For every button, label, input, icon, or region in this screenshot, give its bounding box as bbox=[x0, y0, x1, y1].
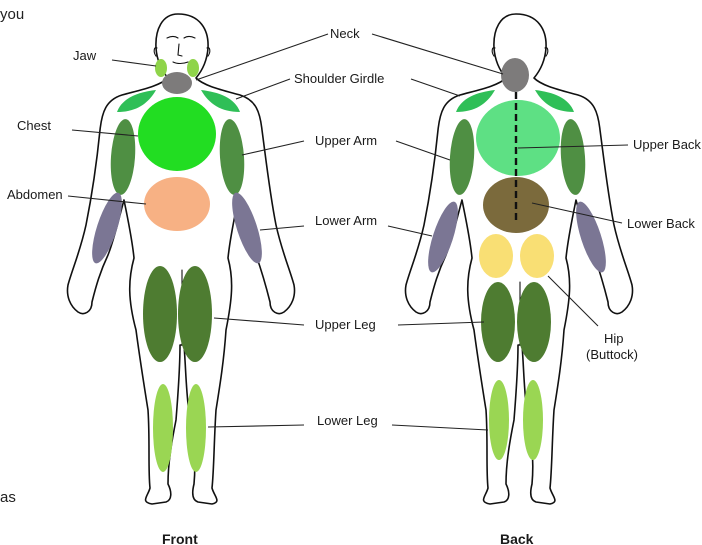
front-lower-leg-left bbox=[153, 384, 173, 472]
page-fragment-bottom: as bbox=[0, 489, 16, 506]
caption-back: Back bbox=[500, 531, 534, 545]
label-chest: Chest bbox=[17, 118, 51, 133]
label-neck: Neck bbox=[330, 26, 360, 41]
front-jaw-left bbox=[155, 59, 167, 77]
back-neck bbox=[501, 58, 529, 92]
label-upper-leg: Upper Leg bbox=[315, 317, 376, 332]
front-abdomen bbox=[144, 177, 210, 231]
front-upper-leg-left bbox=[143, 266, 177, 362]
back-upper-leg-left bbox=[481, 282, 515, 362]
label-hip-buttock: (Buttock) bbox=[586, 347, 638, 362]
back-hip-right bbox=[520, 234, 554, 278]
front-lower-leg-right bbox=[186, 384, 206, 472]
back-hip-left bbox=[479, 234, 513, 278]
label-abdomen: Abdomen bbox=[7, 187, 63, 202]
caption-front: Front bbox=[162, 531, 198, 545]
front-neck bbox=[162, 72, 192, 94]
back-upper-back bbox=[476, 100, 560, 176]
back-lower-leg-right bbox=[523, 380, 543, 460]
label-lower-leg: Lower Leg bbox=[317, 413, 378, 428]
front-upper-leg-right bbox=[178, 266, 212, 362]
front-jaw-right bbox=[187, 59, 199, 77]
back-figure bbox=[405, 14, 632, 504]
front-chest bbox=[138, 97, 216, 171]
label-shoulder-girdle: Shoulder Girdle bbox=[294, 71, 384, 86]
front-figure bbox=[67, 14, 294, 504]
page-fragment-top: you bbox=[0, 6, 24, 23]
label-upper-arm: Upper Arm bbox=[315, 133, 377, 148]
back-lower-leg-left bbox=[489, 380, 509, 460]
label-lower-arm: Lower Arm bbox=[315, 213, 377, 228]
label-jaw: Jaw bbox=[73, 48, 97, 63]
label-hip: Hip bbox=[604, 331, 624, 346]
label-upper-back: Upper Back bbox=[633, 137, 701, 152]
label-lower-back: Lower Back bbox=[627, 216, 695, 231]
back-upper-leg-right bbox=[517, 282, 551, 362]
